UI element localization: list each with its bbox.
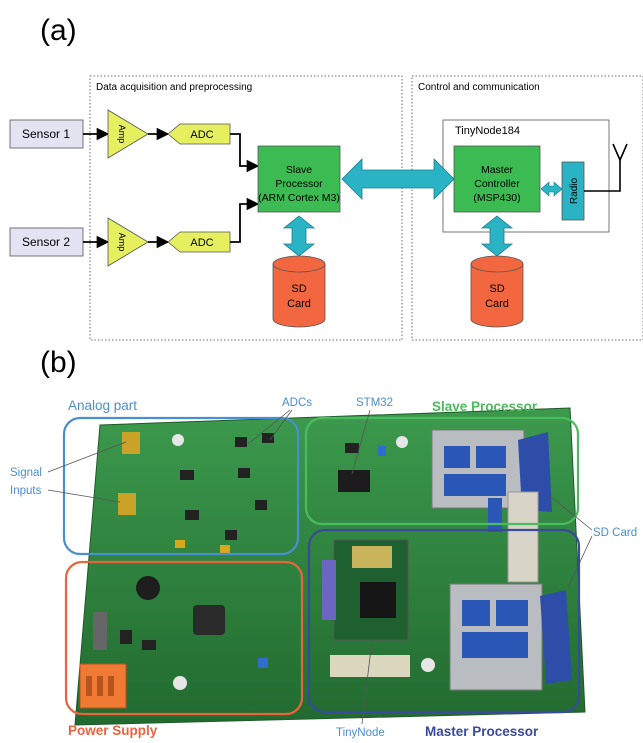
amp-2-triangle xyxy=(107,217,149,267)
adcs-callout-label: ADCs xyxy=(282,397,312,409)
sd-card-leader-2 xyxy=(567,535,593,589)
amp-1-label: Amp xyxy=(117,125,127,144)
slave-processor-line2: Processor xyxy=(275,178,323,190)
slave-processor-line3: (ARM Cortex M3) xyxy=(258,192,340,204)
antenna-wire xyxy=(584,160,621,192)
analog-part-region xyxy=(62,416,300,556)
sensor-2-label: Sensor 2 xyxy=(22,235,70,249)
adc2-to-slave-arrow xyxy=(230,197,260,243)
sd-card-callout-label: SD Card xyxy=(593,527,637,539)
amp-2-label: Amp xyxy=(117,233,127,252)
signal-inputs-line2: Inputs xyxy=(10,485,42,497)
acquisition-group-box xyxy=(89,75,403,341)
adcs-leader-1 xyxy=(247,409,291,445)
power-supply-region xyxy=(64,560,304,716)
signal-inputs-leader-1 xyxy=(47,441,127,473)
master-processor-region xyxy=(307,528,581,714)
slave-processor-title: Slave Processor xyxy=(432,399,538,414)
master-controller-line3: (MSP430) xyxy=(473,192,520,204)
analog-part-title: Analog part xyxy=(68,398,137,413)
radio-label: Radio xyxy=(569,178,580,205)
slave-processor-line1: Slave xyxy=(286,164,312,176)
signal-inputs-line1: Signal xyxy=(10,467,42,479)
master-processor-title: Master Processor xyxy=(425,724,539,739)
tinynode-callout-label: TinyNode xyxy=(336,727,385,739)
adc-1-label: ADC xyxy=(190,129,213,141)
adc1-to-slave-arrow xyxy=(230,133,260,173)
slave-sd-line2: Card xyxy=(287,298,311,310)
slave-processor-region xyxy=(304,416,580,526)
master-sd-line2: Card xyxy=(485,298,509,310)
sd-card-leader-1 xyxy=(549,495,593,531)
master-controller-line1: Master xyxy=(481,164,514,176)
acquisition-group-title: Data acquisition and preprocessing xyxy=(96,82,252,93)
adcs-leader-2 xyxy=(269,409,293,441)
slave-sd-line1: SD xyxy=(291,283,306,295)
slave-master-bidirectional-arrow xyxy=(341,158,455,200)
slave-sd-card-cylinder xyxy=(272,255,326,328)
slave-sd-bidirectional-arrow xyxy=(282,215,316,257)
signal-inputs-leader-2 xyxy=(47,489,121,503)
panel-b-label: (b) xyxy=(40,346,77,379)
adc-2-label: ADC xyxy=(190,237,213,249)
sensor-1-label: Sensor 1 xyxy=(22,127,70,141)
control-group-title: Control and communication xyxy=(418,82,540,93)
master-sd-line1: SD xyxy=(489,283,504,295)
slave-processor-block xyxy=(257,145,341,213)
sensor-1-box xyxy=(9,119,84,149)
master-controller-line2: Controller xyxy=(474,178,520,190)
antenna-icon xyxy=(612,143,628,162)
sensor-2-box xyxy=(9,227,84,257)
pcb-board-photo xyxy=(74,407,586,726)
stm32-leader xyxy=(351,409,371,475)
panel-a-label: (a) xyxy=(40,14,77,47)
master-controller-block xyxy=(453,145,541,213)
tinynode-title: TinyNode184 xyxy=(455,125,520,137)
master-sd-card-cylinder xyxy=(470,255,524,328)
stm32-callout-label: STM32 xyxy=(356,397,393,409)
amp-1-triangle xyxy=(107,109,149,159)
power-supply-title: Power Supply xyxy=(68,723,158,738)
tinynode-leader xyxy=(361,639,373,725)
control-group-box xyxy=(411,75,643,341)
